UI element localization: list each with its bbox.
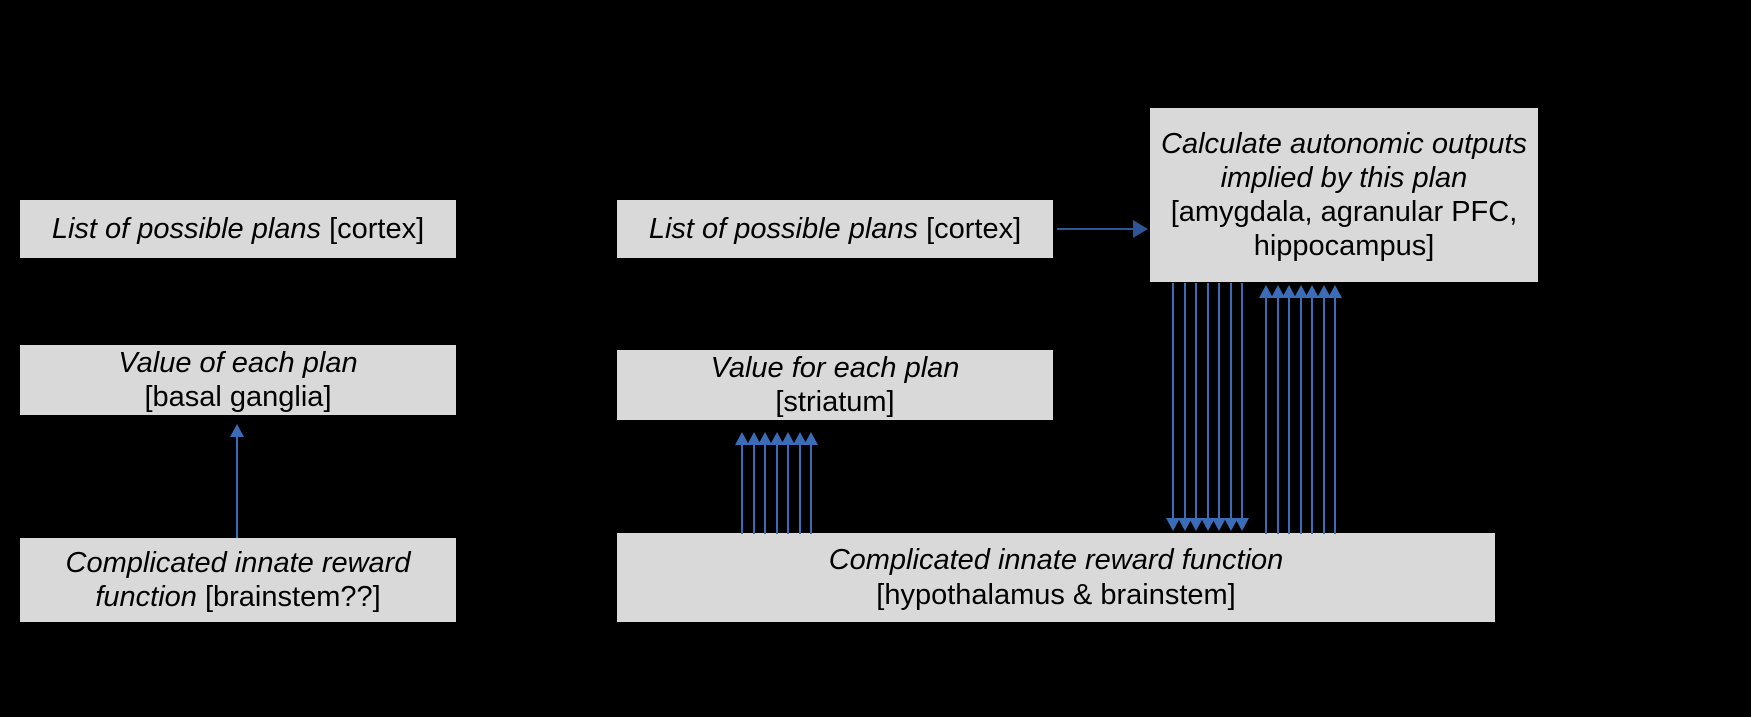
box-left-plans-bracket: [cortex] — [321, 212, 425, 245]
box-right-plans-bracket: [cortex] — [918, 212, 1022, 245]
box-right-reward-emphasis: Complicated innate reward function — [828, 544, 1284, 577]
arrow-head-down-icon — [1177, 518, 1192, 531]
arrow-shaft — [1288, 296, 1290, 534]
box-left-list-of-possible-plans: List of possible plans [cortex] — [20, 200, 456, 258]
arrow-head-up-icon — [1293, 285, 1308, 298]
arrow-head-up-icon — [792, 432, 807, 445]
box-right-reward-bracket: [hypothalamus & brainstem] — [876, 578, 1236, 611]
arrow-head-up-icon — [1259, 285, 1273, 298]
box-right-complicated-innate-reward-function: Complicated innate reward function [hypo… — [617, 533, 1495, 622]
arrow-head-up-icon — [746, 432, 761, 445]
box-left-plans-emphasis: List of possible plans — [51, 212, 322, 245]
arrow-head-up-icon — [1316, 285, 1331, 298]
box-left-value-bracket: [basal ganglia] — [144, 381, 332, 413]
arrow-head-down-icon — [1166, 518, 1180, 531]
arrow-shaft — [1229, 283, 1232, 520]
arrow-shaft — [741, 443, 743, 534]
arrow-shaft — [764, 443, 766, 534]
box-left-reward-emphasis-line2: function — [95, 581, 197, 613]
arrow-shaft — [1265, 296, 1267, 534]
arrow-shaft — [798, 443, 801, 534]
arrow-head-up-icon — [769, 432, 784, 445]
arrow-head-up-icon — [1328, 285, 1342, 298]
arrow-shaft — [1276, 296, 1279, 534]
arrow-head-up-icon — [230, 424, 244, 437]
box-right-plans-emphasis: List of possible plans — [648, 212, 919, 245]
box-right-value-for-each-plan: Value for each plan [striatum] — [617, 350, 1053, 420]
box-left-reward-bracket: [brainstem??] — [196, 581, 381, 613]
arrow-shaft — [1241, 283, 1243, 520]
box-left-reward-emphasis-line1: Complicated innate reward — [65, 546, 411, 579]
arrow-shaft — [1334, 296, 1336, 534]
arrow-shaft — [1057, 228, 1135, 230]
box-right-value-emphasis: Value for each plan — [710, 351, 960, 384]
arrow-head-down-icon — [1235, 518, 1249, 531]
arrow-shaft — [787, 443, 789, 534]
box-right-list-of-possible-plans: List of possible plans [cortex] — [617, 200, 1053, 258]
arrow-shaft — [1206, 283, 1209, 520]
arrow-shaft — [1299, 296, 1302, 534]
arrow-shaft — [1183, 283, 1186, 520]
arrow-head-up-icon — [1282, 285, 1296, 298]
arrow-shaft — [810, 443, 812, 534]
arrow-shaft — [1322, 296, 1325, 534]
arrow-head-down-icon — [1212, 518, 1226, 531]
arrow-shaft — [1195, 283, 1197, 520]
box-left-value-emphasis: Value of each plan — [118, 346, 358, 379]
arrow-shaft — [775, 443, 778, 534]
arrow-head-down-icon — [1223, 518, 1238, 531]
arrow-shaft — [1218, 283, 1220, 520]
box-right-calculate-autonomic-outputs: Calculate autonomic outputs implied by t… — [1150, 108, 1538, 282]
box-right-calc-bracket: [amygdala, agranular PFC, hippocampus] — [1170, 196, 1518, 263]
arrow-shaft — [1311, 296, 1313, 534]
box-right-calc-emphasis: Calculate autonomic outputs implied by t… — [1161, 127, 1527, 194]
arrow-head-right-icon — [1133, 220, 1148, 238]
arrow-head-up-icon — [1305, 285, 1319, 298]
arrow-head-down-icon — [1189, 518, 1203, 531]
arrow-head-up-icon — [1270, 285, 1285, 298]
box-left-complicated-innate-reward-function: Complicated innate reward function [brai… — [20, 538, 456, 622]
box-right-value-bracket: [striatum] — [775, 386, 895, 418]
arrow-head-up-icon — [735, 432, 749, 445]
arrow-head-up-icon — [781, 432, 795, 445]
box-left-value-of-each-plan: Value of each plan [basal ganglia] — [20, 345, 456, 415]
arrow-head-up-icon — [758, 432, 772, 445]
arrow-shaft — [1172, 283, 1174, 520]
arrow-shaft — [752, 443, 755, 534]
arrow-shaft — [236, 435, 238, 538]
arrow-head-up-icon — [804, 432, 818, 445]
arrow-head-down-icon — [1200, 518, 1215, 531]
